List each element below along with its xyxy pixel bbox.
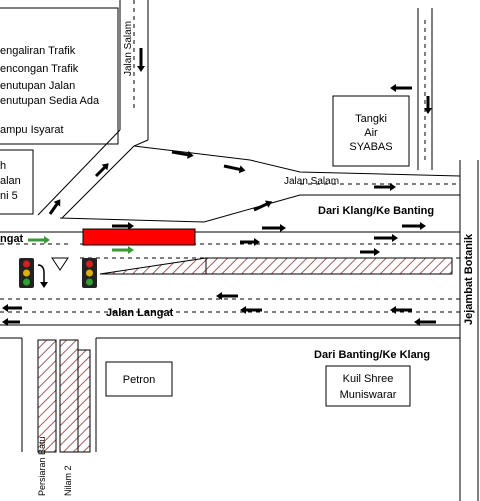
left-box-line-2: ni 5 — [0, 190, 18, 202]
label-jejambat-botanik: Jejambat Botanik — [463, 233, 475, 325]
label-dari-banting: Dari Banting/Ke Klang — [314, 349, 430, 361]
arrow-diversion-1 — [28, 236, 50, 244]
turn-arrow-head-icon — [40, 282, 48, 288]
traffic-arrows — [2, 48, 436, 326]
arrow-junction-1 — [171, 150, 194, 159]
label-jalan-langat-main: Jalan Langat — [106, 307, 174, 319]
legend-box: engaliran Trafik encongan Trafik enutupa… — [0, 7, 119, 145]
label-dari-klang: Dari Klang/Ke Banting — [318, 205, 434, 217]
arrow-west-4 — [2, 318, 20, 326]
arrow-east-4 — [360, 248, 380, 256]
traffic-signal-center-icon — [82, 258, 97, 288]
arrow-salam-down — [137, 48, 145, 72]
arrow-east-2 — [240, 238, 260, 246]
kuil-line-0: Kuil Shree — [343, 373, 394, 385]
legend-item-1: encongan Trafik — [0, 63, 79, 75]
arrow-tank-west — [390, 84, 412, 92]
arrow-west-1 — [216, 292, 238, 300]
arrow-west-2 — [240, 306, 262, 314]
arrow-east-5 — [374, 234, 398, 242]
hatch-right-edge — [77, 349, 91, 453]
label-jalan-langat-top: ngat — [0, 233, 24, 245]
arrow-junction-3 — [253, 200, 273, 212]
legend-item-0: engaliran Trafik — [0, 45, 76, 57]
arrow-diag-1 — [48, 199, 61, 215]
arrow-tank-down — [424, 96, 432, 114]
lane-markings — [0, 0, 460, 313]
legend-item-3: enutupan Sedia Ada — [0, 95, 100, 107]
left-box-line-1: alan — [0, 175, 21, 187]
arrow-west-5 — [390, 306, 412, 314]
label-jalan-salam-horizontal: Jalan Salam — [284, 176, 339, 187]
legend-item-2: enutupan Jalan — [0, 80, 75, 92]
hatch-nilam — [59, 339, 79, 453]
arrow-east-3 — [262, 224, 286, 232]
arrow-west-6 — [414, 318, 436, 326]
tank-line-0: Tangki — [355, 113, 387, 125]
median-hatch-wedge — [99, 257, 207, 275]
petron-box: Petron — [105, 361, 173, 397]
tank-box: Tangki Air SYABAS — [332, 95, 410, 167]
median-hatch — [205, 257, 453, 275]
arrow-salam-east — [374, 183, 396, 191]
traffic-signal-left-icon — [19, 258, 34, 288]
arrow-east-6 — [402, 222, 426, 230]
label-nilam: Nilam 2 — [63, 465, 73, 496]
hatch-persiaran — [37, 339, 57, 453]
tank-line-2: SYABAS — [349, 141, 392, 153]
legend-item-4: ampu Isyarat — [0, 124, 64, 136]
kuil-box: Kuil Shree Muniswarar — [325, 365, 411, 407]
left-building-box: h alan ni 5 — [0, 149, 34, 215]
yield-triangle — [51, 257, 69, 271]
arrow-west-3 — [2, 304, 22, 312]
kuil-line-1: Muniswarar — [340, 389, 397, 401]
arrow-junction-2 — [223, 164, 246, 174]
arrow-diag-2 — [94, 163, 109, 178]
label-jalan-salam-vertical: Jalan Salam — [123, 21, 134, 76]
petron-label: Petron — [123, 374, 155, 386]
left-box-line-0: h — [0, 160, 6, 172]
label-persiaran-batu: Persiaran Batu — [37, 436, 47, 496]
road-closure-bar — [82, 228, 196, 246]
arrow-diversion-2 — [112, 246, 134, 254]
tank-line-1: Air — [364, 127, 378, 139]
hatched-areas — [37, 257, 453, 453]
arrow-east-1 — [112, 222, 134, 230]
turn-arrow-icon — [37, 264, 45, 283]
